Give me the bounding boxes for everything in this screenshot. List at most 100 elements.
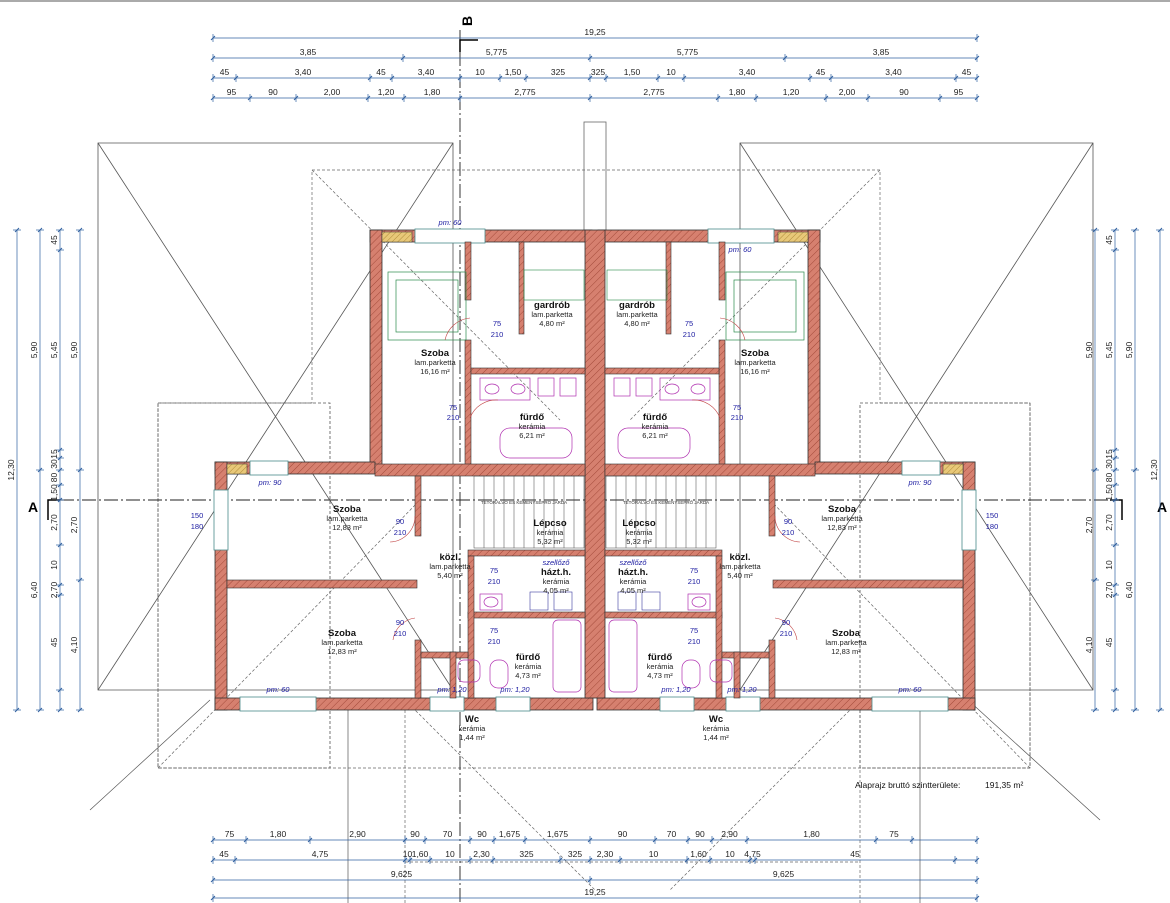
dim-top-r3-1: 90 — [268, 87, 278, 97]
svg-text:90: 90 — [782, 618, 790, 627]
svg-text:75: 75 — [490, 566, 498, 575]
section-label-top: B — [459, 16, 475, 26]
sill-wc-left: pm: 1,20 — [436, 685, 467, 694]
room-gardrob-right-name: gardrób — [619, 300, 655, 311]
room-haztb-left-name: házt.h. — [541, 567, 571, 578]
room-furdo-br-area: 4,73 m² — [647, 671, 673, 680]
section-marker-top — [459, 39, 478, 52]
dim-bot-r1-11: 2,90 — [721, 829, 738, 839]
dim-left-c3-4: 80 — [49, 473, 59, 483]
dim-bot-r1-13: 75 — [889, 829, 899, 839]
door-dims: 75 210 75 210 75 210 75 210 90 210 90 21… — [191, 319, 999, 646]
dim-bot-r1-2: 2,90 — [349, 829, 366, 839]
section-label-right: A — [1157, 499, 1167, 515]
dim-left-c3-9: 45 — [49, 638, 59, 648]
svg-text:75: 75 — [449, 403, 457, 412]
vent-note-left: szellőző — [542, 558, 570, 567]
room-furdo-br-name: fürdő — [648, 652, 672, 663]
ladder-note-right: TETŐRÁLVÓ ÉS KÉMÉNYSEPRŐ JÁRDA — [623, 499, 709, 505]
staircase-left — [473, 475, 585, 549]
svg-text:90: 90 — [396, 618, 404, 627]
room-szoba-bl-floor: lam.parketta — [321, 638, 363, 647]
dim-right-c3-0: 45 — [1104, 235, 1114, 245]
bed-left — [387, 271, 467, 341]
dim-top-r2-2: 45 — [376, 67, 386, 77]
dim-bot-r2-1: 4,75 — [312, 849, 329, 859]
dim-left-c3-2: 15 — [49, 449, 59, 459]
svg-text:210: 210 — [488, 637, 501, 646]
svg-text:75: 75 — [493, 319, 501, 328]
room-szoba-br-area: 12,83 m² — [831, 647, 861, 656]
dim-bot-r2-5: 2,30 — [473, 849, 490, 859]
dim-top-r3-2: 2,00 — [324, 87, 341, 97]
room-wc-left-name: Wc — [465, 714, 479, 725]
dim-top-r2-6: 325 — [551, 67, 565, 77]
dim-top-r1-1: 5,775 — [486, 47, 508, 57]
dim-top-r3-6: 2,775 — [643, 87, 665, 97]
sill-bath-left: pm: 1,20 — [499, 685, 530, 694]
sill-wc-right: pm: 1,20 — [726, 685, 757, 694]
svg-text:75: 75 — [733, 403, 741, 412]
washer-boxes — [529, 591, 661, 611]
dim-right-c3-7: 10 — [1104, 560, 1114, 570]
room-furdo-bl-floor: kerámia — [515, 662, 543, 671]
room-szoba-bl-name: Szoba — [328, 628, 357, 639]
room-furdo-tl-area: 6,21 m² — [519, 431, 545, 440]
svg-text:75: 75 — [685, 319, 693, 328]
dim-top-r2-7: 325 — [591, 67, 605, 77]
svg-text:150: 150 — [191, 511, 204, 520]
room-furdo-bl-area: 4,73 m² — [515, 671, 541, 680]
roof-side-lines — [89, 699, 1101, 903]
plan-notes: TETŐRÁLVÓ ÉS KÉMÉNYSEPRŐ JÁRDA TETŐRÁLVÓ… — [258, 218, 933, 694]
room-furdo-tr-name: fürdő — [643, 412, 667, 423]
room-lepcso-left-floor: kerámia — [537, 528, 565, 537]
dim-top-r2-1: 3,40 — [295, 67, 312, 77]
room-gardrob-left-area: 4,80 m² — [539, 319, 565, 328]
room-szoba-ml-name: Szoba — [333, 504, 362, 515]
dim-top-r3-4: 1,80 — [424, 87, 441, 97]
dim-top-r3-11: 95 — [954, 87, 964, 97]
sill-bottom-left: pm: 60 — [266, 685, 291, 694]
dim-bot-r2-13: 45 — [850, 849, 860, 859]
room-haztb-right-area: 4,05 m² — [620, 586, 646, 595]
sill-top-right: pm: 60 — [728, 245, 753, 254]
room-furdo-tl-name: fürdő — [520, 412, 544, 423]
dim-bot-r2-12: 4,75 — [744, 849, 761, 859]
room-kozl-right-name: közl. — [729, 552, 750, 563]
wardrobe-shelves — [523, 269, 668, 301]
dim-top-r3-10: 90 — [899, 87, 909, 97]
room-wc-left-floor: kerámia — [459, 724, 487, 733]
room-haztb-right-name: házt.h. — [618, 567, 648, 578]
room-furdo-tr-area: 6,21 m² — [642, 431, 668, 440]
dim-right-c3-2: 15 — [1104, 449, 1114, 459]
dim-bot-r2-7: 325 — [568, 849, 582, 859]
dim-bot-r1-3: 90 — [410, 829, 420, 839]
room-szoba-tl-area: 16,16 m² — [420, 367, 450, 376]
dim-top-r2-0: 45 — [220, 67, 230, 77]
interior-walls — [226, 241, 964, 699]
dim-top-total-0: 19,25 — [584, 27, 606, 37]
dim-top-r2-9: 10 — [666, 67, 676, 77]
dim-right-c4-2: 4,10 — [1084, 636, 1094, 653]
dim-bot-r2-2: 10 — [403, 849, 413, 859]
dim-top-r2-10: 3,40 — [739, 67, 756, 77]
room-szoba-tr-floor: lam.parketta — [734, 358, 776, 367]
dim-bot-r2-3: 1,60 — [412, 849, 429, 859]
svg-text:75: 75 — [690, 626, 698, 635]
dim-bot-r2-8: 2,30 — [597, 849, 614, 859]
area-label: Alaprajz bruttó szintterülete: — [855, 780, 960, 790]
dim-right-c3-5: 1,50 — [1104, 484, 1114, 501]
room-szoba-br-name: Szoba — [832, 628, 861, 639]
window-openings — [213, 228, 977, 712]
svg-text:90: 90 — [784, 517, 792, 526]
chimney — [583, 121, 607, 233]
room-szoba-ml-area: 12,83 m² — [332, 523, 362, 532]
area-value: 191,35 m² — [985, 780, 1023, 790]
room-furdo-br-floor: kerámia — [647, 662, 675, 671]
dim-left-c3-6: 2,70 — [49, 514, 59, 531]
svg-text:180: 180 — [986, 522, 999, 531]
dim-top-r2-12: 3,40 — [885, 67, 902, 77]
room-labels: gardrób lam.parketta 4,80 m² gardrób lam… — [321, 300, 867, 742]
dim-top-r1-0: 3,85 — [300, 47, 317, 57]
room-szoba-tr-name: Szoba — [741, 348, 770, 359]
